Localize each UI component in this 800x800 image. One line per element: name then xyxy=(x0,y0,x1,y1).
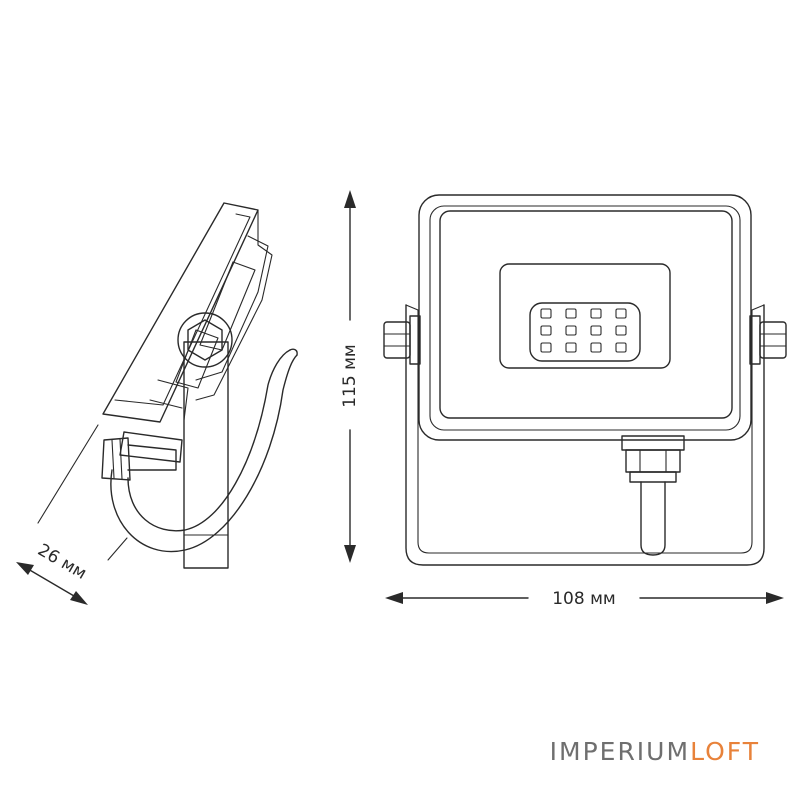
dimension-width: 108 мм xyxy=(385,589,784,609)
extension-line-1 xyxy=(37,424,99,524)
front-view xyxy=(383,194,787,566)
side-cable xyxy=(110,348,298,553)
side-view xyxy=(101,202,298,569)
side-cable-gland xyxy=(101,431,183,481)
extension-line-2 xyxy=(107,537,128,561)
front-cable xyxy=(640,481,666,556)
width-dimension-label: 108 мм xyxy=(552,589,616,609)
side-bracket xyxy=(183,341,229,569)
side-housing xyxy=(102,202,273,423)
logo-part-loft: LOFT xyxy=(690,737,760,766)
front-bolt-right xyxy=(749,315,787,365)
logo-part-imperium: IMPERIUM xyxy=(550,737,690,766)
front-cable-gland xyxy=(621,435,685,483)
front-bolt-left xyxy=(383,315,421,365)
logo: IMPERIUMLOFT xyxy=(550,737,760,766)
side-hex-bolt xyxy=(177,312,233,368)
front-lens-window xyxy=(499,263,671,369)
front-u-bracket xyxy=(405,304,765,566)
dimension-height: 115 мм xyxy=(340,190,360,563)
height-dimension-label: 115 мм xyxy=(340,344,360,408)
led-chips xyxy=(540,308,627,353)
arrow-head-right xyxy=(766,592,784,604)
arrow-head-up xyxy=(344,190,356,208)
front-housing xyxy=(418,194,752,441)
arrow-head-left xyxy=(385,592,403,604)
dimension-depth: 26 мм xyxy=(16,424,128,605)
arrow-head-down xyxy=(344,545,356,563)
front-led-module xyxy=(529,302,641,362)
